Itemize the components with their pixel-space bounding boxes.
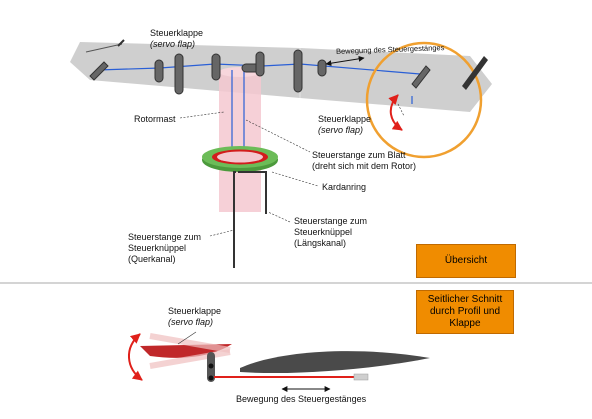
- label-servo-top-name: Steuerklappe: [150, 28, 204, 38]
- side-section-button[interactable]: Seitlicher Schnitt durch Profil und Klap…: [416, 290, 514, 334]
- label-servo-right-name: Steuerklappe: [318, 114, 372, 124]
- section-servo-flap: [140, 333, 232, 382]
- pitch-horns: [89, 49, 431, 95]
- label-pushrod-stick-right-line2: Steuerknüppel: [294, 227, 353, 237]
- leader-section-servo: [177, 331, 197, 345]
- label-servo-top-sub: (servo flap): [150, 39, 196, 49]
- label-gimbal-ring: Kardanring: [322, 182, 367, 192]
- label-pushrod-stick-right-line1: Steuerstange zum: [294, 216, 368, 226]
- label-section-servo-sub: (servo flap): [168, 317, 214, 327]
- label-pushrod-blade-line2: (dreht sich mit dem Rotor): [312, 161, 417, 171]
- label-servo-right: Steuerklappe (servo flap): [318, 114, 371, 136]
- label-linkage-motion-bottom: Bewegung des Steuergestänges: [236, 394, 367, 404]
- label-rotor-mast: Rotormast: [134, 114, 176, 124]
- label-pushrod-stick-left-line1: Steuerstange zum: [128, 232, 202, 242]
- gimbal-ring: [202, 146, 278, 172]
- rotor-mast: [219, 67, 261, 212]
- servo-flap-top: [85, 39, 125, 53]
- section-airfoil: [240, 351, 430, 374]
- overview-button[interactable]: Übersicht: [416, 244, 516, 278]
- motion-arrow-top: [325, 55, 365, 67]
- label-pushrod-stick-right: Steuerstange zum Steuerknüppel (Längskan…: [294, 216, 367, 249]
- servo-flap-right: [388, 56, 488, 131]
- section-pushrod: [214, 373, 369, 381]
- detail-circle: [365, 41, 483, 159]
- section-flap-rotation-arrow: [128, 333, 143, 381]
- label-pushrod-stick-left-line2: Steuerknüppel: [128, 243, 187, 253]
- label-pushrod-blade-line1: Steuerstange zum Blatt: [312, 150, 406, 160]
- leader-lines: [179, 103, 405, 237]
- label-pushrod-stick-left-line3: (Querkanal): [128, 254, 176, 264]
- label-pushrod-stick-left: Steuerstange zum Steuerknüppel (Querkana…: [128, 232, 201, 265]
- label-pushrod-blade: Steuerstange zum Blatt (dreht sich mit d…: [312, 150, 416, 172]
- label-servo-right-sub: (servo flap): [318, 125, 364, 135]
- label-servo-top: Steuerklappe (servo flap): [150, 28, 203, 50]
- label-section-servo: Steuerklappe (servo flap): [168, 306, 221, 328]
- pushrods-stick: [233, 171, 267, 268]
- label-pushrod-stick-right-line3: (Längskanal): [294, 238, 347, 248]
- label-section-servo-name: Steuerklappe: [168, 306, 222, 316]
